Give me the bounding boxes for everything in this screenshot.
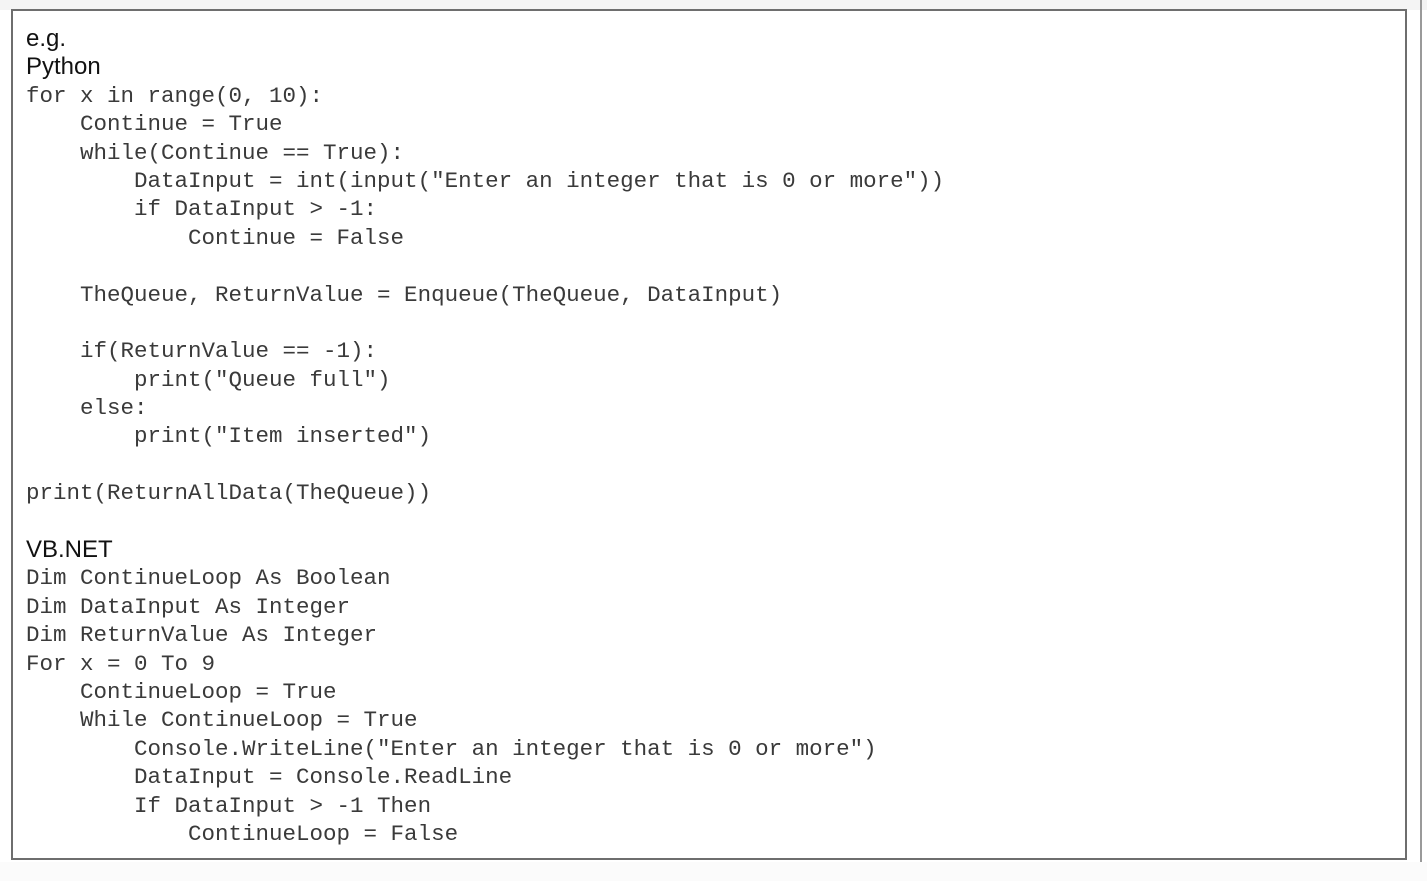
python-code-block: for x in range(0, 10): Continue = True w… [26,82,944,536]
python-code-line: if(ReturnValue == -1): [26,338,378,365]
vbnet-code-line: While ContinueLoop = True [26,707,418,734]
python-code-line: while(Continue == True): [26,139,405,166]
python-code-line [26,309,944,337]
right-border-rule [1420,0,1422,862]
top-margin-strip [0,0,1427,10]
vbnet-code-line: ContinueLoop = False [26,820,459,847]
python-code-line: else: [26,395,148,422]
python-heading: Python [26,53,101,81]
intro-label: e.g. [26,25,67,52]
bottom-margin-strip [0,862,1427,881]
python-code-line: Continue = False [26,224,405,251]
python-code-line: if DataInput > -1: [26,196,378,223]
vbnet-code-line: ContinueLoop = True [26,678,337,705]
vbnet-code-line: For x = 0 To 9 [26,650,216,677]
python-code-line: print("Queue full") [26,366,391,393]
python-code-line: print(ReturnAllData(TheQueue)) [26,480,432,507]
python-code-line [26,252,944,280]
answer-box: e.g. Python for x in range(0, 10): Conti… [11,9,1407,860]
python-code-line [26,508,944,536]
vbnet-code-line: Dim ReturnValue As Integer [26,622,378,649]
python-code-line: TheQueue, ReturnValue = Enqueue(TheQueue… [26,281,783,308]
vbnet-code-line: Dim DataInput As Integer [26,593,351,620]
answer-content: e.g. Python for x in range(0, 10): Conti… [26,25,944,848]
python-code-line: for x in range(0, 10): [26,82,324,109]
vbnet-code-line: If DataInput > -1 Then [26,792,432,819]
python-code-line: DataInput = int(input("Enter an integer … [26,167,945,194]
python-code-line: print("Item inserted") [26,423,432,450]
python-code-line: Continue = True [26,111,283,138]
vbnet-code-line: Console.WriteLine("Enter an integer that… [26,735,877,762]
vbnet-code-line: Dim ContinueLoop As Boolean [26,565,391,592]
vbnet-heading: VB.NET [26,536,113,564]
python-code-line [26,451,944,479]
vbnet-code-line: DataInput = Console.ReadLine [26,764,513,791]
